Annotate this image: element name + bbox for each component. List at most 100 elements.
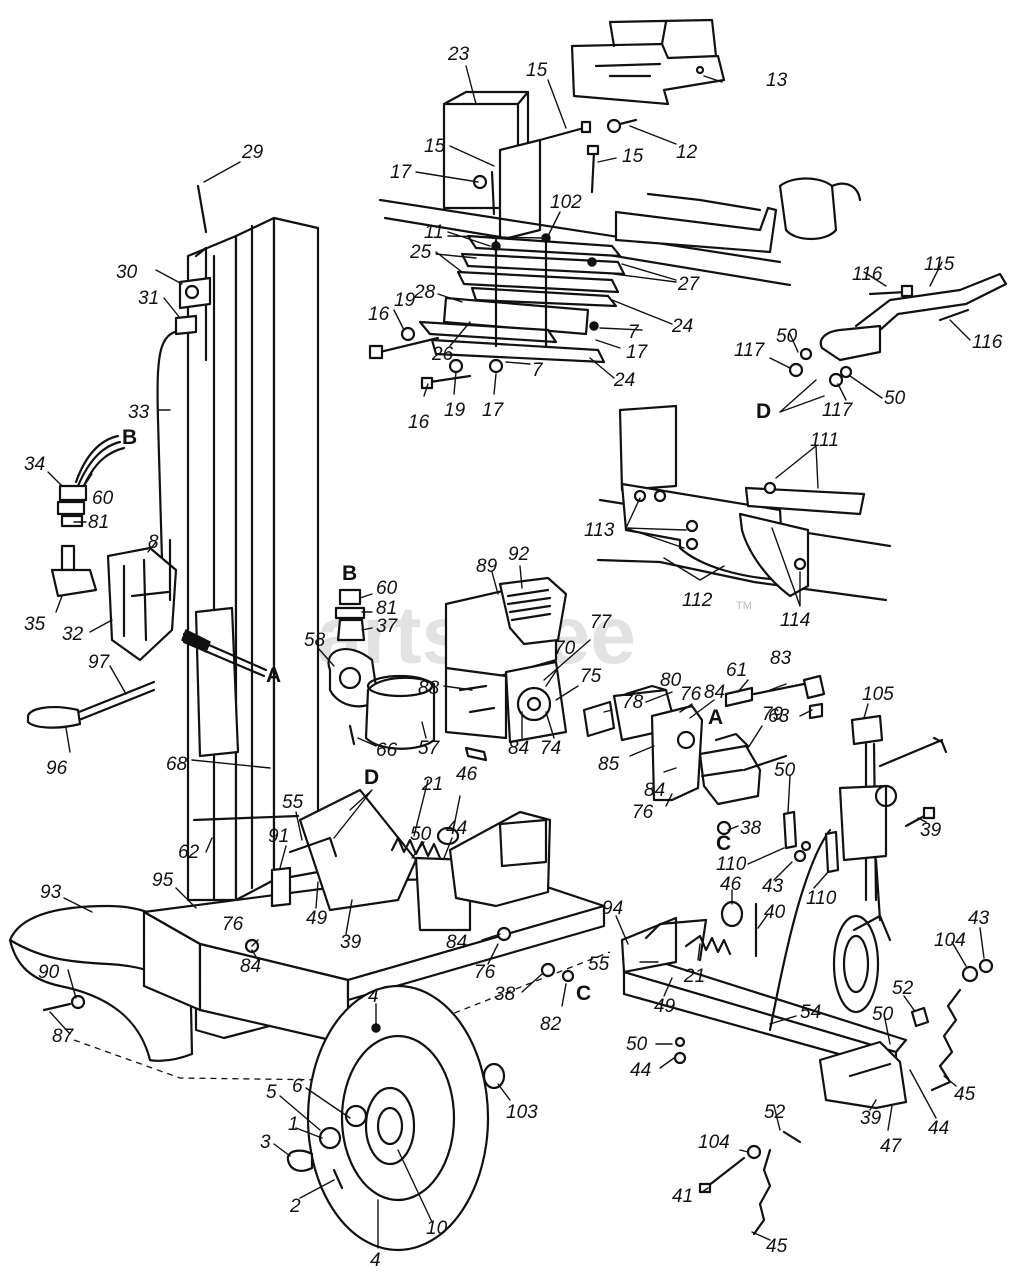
callout-label: 37 (376, 616, 399, 637)
callout-label: 30 (116, 262, 138, 283)
callout-label: 102 (550, 192, 582, 213)
callout-label: 15 (526, 60, 548, 81)
callout-label: 50 (776, 326, 798, 347)
callout-label: 10 (426, 1218, 448, 1239)
callout-label: 79 (762, 704, 784, 725)
callout-label: 26 (431, 344, 454, 365)
callout-label: 111 (810, 430, 839, 451)
leader-lines (47, 65, 985, 1249)
callout-label: 13 (766, 70, 788, 91)
callout-label: 66 (376, 740, 398, 761)
tongue-beam (788, 272, 1008, 388)
callout-label: 70 (554, 638, 576, 659)
safety-chains (540, 820, 994, 1236)
callout-label: 17 (482, 400, 505, 421)
callout-label: 43 (762, 876, 784, 897)
callout-label: 32 (62, 624, 84, 645)
callout-label: 7 (532, 360, 544, 381)
callout-label: 80 (660, 670, 682, 691)
callout-label: 35 (24, 614, 46, 635)
callout-label: 4 (370, 1250, 381, 1271)
pump-coupling (582, 684, 788, 806)
callout-label: 97 (88, 652, 111, 673)
upright-column (186, 216, 332, 1040)
callout-label: 74 (540, 738, 561, 759)
callout-label: 40 (764, 902, 786, 923)
callout-label: 19 (394, 290, 416, 311)
callout-label: 75 (580, 666, 602, 687)
callout-label: 15 (424, 136, 446, 157)
callout-label: 44 (446, 818, 467, 839)
connection-letter: C (576, 982, 591, 1005)
callout-label: 31 (138, 288, 159, 309)
callout-label: 57 (418, 738, 441, 759)
callout-label: 84 (240, 956, 261, 977)
callout-label: 39 (920, 820, 942, 841)
connection-letter: D (364, 766, 379, 789)
callout-label: 12 (676, 142, 698, 163)
callout-label: 29 (241, 142, 264, 163)
callout-label: 39 (340, 932, 362, 953)
main-frame (142, 788, 606, 1046)
control-valve (50, 434, 178, 662)
wheel (286, 984, 506, 1252)
callout-label: 116 (852, 264, 883, 285)
callout-label: 76 (222, 914, 244, 935)
mounting-bracket (570, 18, 726, 106)
hydraulic-tube (156, 184, 212, 588)
callout-label: 16 (408, 412, 430, 433)
callout-label: 50 (626, 1034, 648, 1055)
callout-label: 54 (800, 1002, 821, 1023)
callout-label: 52 (892, 978, 914, 999)
hose-a (181, 628, 268, 678)
callout-label: 43 (968, 908, 990, 929)
callout-label: 112 (682, 590, 713, 611)
callout-label: 82 (540, 1014, 562, 1035)
callout-label: 21 (683, 966, 705, 987)
connection-letter: B (342, 562, 357, 585)
plate-stack (418, 233, 626, 364)
callout-label: 85 (598, 754, 620, 775)
callout-label: 81 (88, 512, 109, 533)
callout-label: 11 (424, 222, 444, 243)
callout-label: 84 (446, 932, 467, 953)
callout-label: 19 (444, 400, 466, 421)
callout-label: 93 (40, 882, 62, 903)
connection-letters: B B A A C C D D (122, 400, 771, 1005)
callout-label: 28 (413, 282, 436, 303)
callout-label: 89 (476, 556, 498, 577)
callout-label: 117 (734, 340, 766, 361)
callout-label: 90 (38, 962, 60, 983)
connection-letter: C (716, 832, 731, 855)
callout-label: 62 (178, 842, 200, 863)
callout-label: 1 (288, 1114, 299, 1135)
callout-label: 96 (46, 758, 68, 779)
callout-label: 94 (602, 898, 623, 919)
callout-label: 49 (306, 908, 328, 929)
callout-label: 45 (954, 1084, 976, 1105)
callout-label: 38 (494, 984, 516, 1005)
callout-label: 46 (720, 874, 742, 895)
callout-label: 16 (368, 304, 390, 325)
callout-label: 60 (376, 578, 398, 599)
callout-label: 52 (764, 1102, 786, 1123)
wedge-detail (596, 404, 892, 602)
callout-label: 117 (822, 400, 854, 421)
callout-label: 116 (972, 332, 1003, 353)
callout-labels: 23 15 13 15 12 15 17 102 29 11 25 27 28 … (24, 44, 1003, 1271)
callout-label: 76 (474, 962, 496, 983)
oil-filter (348, 674, 436, 750)
callout-label: 78 (622, 692, 644, 713)
callout-label: 87 (52, 1026, 75, 1047)
connection-letter: B (122, 426, 137, 449)
callout-label: 2 (289, 1196, 301, 1217)
callout-label: 81 (376, 598, 397, 619)
callout-label: 17 (390, 162, 413, 183)
callout-label: 68 (166, 754, 188, 775)
callout-label: 115 (924, 254, 955, 275)
callout-label: 47 (880, 1136, 903, 1157)
callout-label: 113 (584, 520, 615, 541)
callout-label: 84 (644, 780, 665, 801)
callout-label: 17 (626, 342, 649, 363)
